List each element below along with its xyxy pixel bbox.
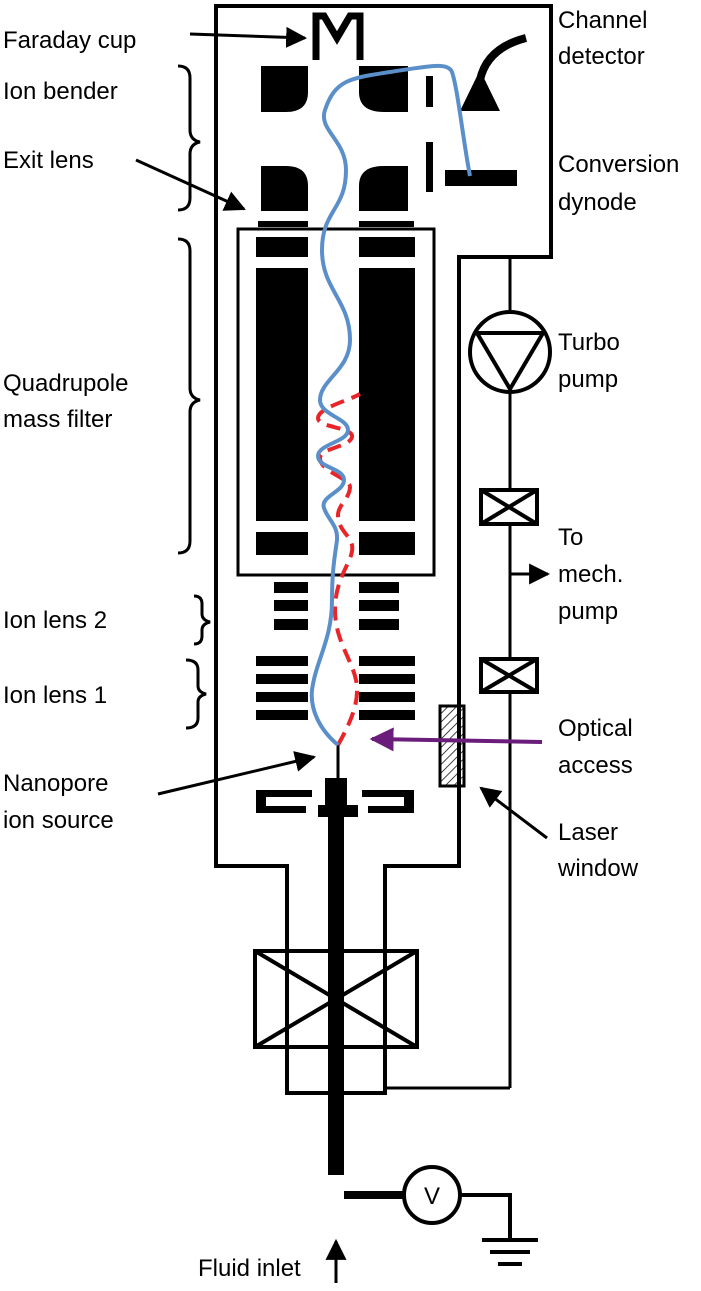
label-to-mech-1: To [558,524,583,551]
label-conversion-dynode-1: Conversion [558,151,679,178]
label-optical-access-2: access [558,752,633,779]
ion-lens-1 [256,656,415,720]
ion-lens-2-brace [193,594,211,646]
laser-window-arrow [479,786,548,840]
label-laser-window-2: window [557,855,639,882]
label-quadrupole-1: Quadrupole [3,370,128,397]
label-conversion-dynode-2: dynode [558,189,637,216]
nanopore-ion-source [256,778,414,817]
label-laser-window-1: Laser [558,819,618,846]
label-ion-bender: Ion bender [3,78,118,105]
faraday-cup-arrow [189,26,308,48]
ion-bender [261,66,408,211]
laser-beam [369,727,543,752]
label-ion-lens-1: Ion lens 1 [3,682,107,709]
ion-lens-1-brace [185,658,207,730]
faraday-cup [312,12,364,60]
label-channel-detector-2: detector [558,43,645,70]
quadrupole-brace [177,237,201,555]
exit-lens [258,221,414,227]
quadrupole-mass-filter [236,227,436,577]
label-faraday-cup: Faraday cup [3,27,136,54]
ion-bender-brace [177,64,201,212]
label-nanopore-2: ion source [3,807,114,834]
label-quadrupole-2: mass filter [3,406,112,433]
exit-lens-arrow [135,158,246,211]
label-fluid-inlet: Fluid inlet [198,1255,301,1282]
label-turbo-pump-1: Turbo [558,329,620,356]
label-nanopore-1: Nanopore [3,770,108,797]
gate-valve-icon [253,949,419,1049]
channel-detector [426,34,528,111]
ion-lens-2 [274,582,399,630]
label-to-mech-2: mech. [558,561,623,588]
rejected-ion-path [315,392,362,746]
label-turbo-pump-2: pump [558,366,618,393]
turbo-pump-icon [468,310,552,394]
voltmeter-icon: V [344,1165,512,1238]
vacuum-chamber-outline [214,4,553,1095]
valve-icon [479,657,539,694]
label-to-mech-3: pump [558,598,618,625]
laser-window-icon [438,704,466,788]
label-exit-lens: Exit lens [3,147,94,174]
valve-icon [479,488,539,526]
transmitted-ion-path [309,63,472,747]
voltmeter-label: V [424,1183,440,1210]
label-optical-access-1: Optical [558,715,633,742]
capillary-line [328,815,344,1175]
ground-icon [482,1238,538,1266]
label-channel-detector-1: Channel [558,7,647,34]
label-ion-lens-2: Ion lens 2 [3,607,107,634]
conversion-dynode [426,142,517,192]
nanopore-arrow [157,751,317,796]
